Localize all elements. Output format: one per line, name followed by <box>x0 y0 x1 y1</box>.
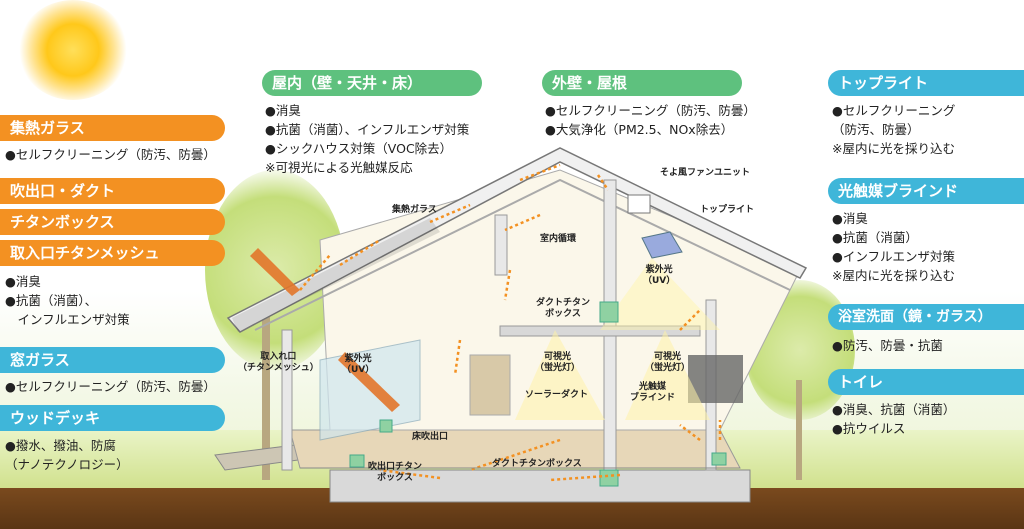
blind-desc: ●消臭 ●抗菌（消菌） ●インフルエンザ対策 ※屋内に光を採り込む <box>832 209 955 285</box>
blind-item-0: ●消臭 <box>832 211 868 226</box>
toilet-desc: ●消臭、抗菌（消菌） ●抗ウイルス <box>832 400 955 438</box>
wood-deck-item-1: （ナノテクノロジー） <box>5 457 129 472</box>
annotation-indoor-circ: 室内循環 <box>540 234 577 244</box>
interior-label: 屋内（壁・天井・床） <box>262 70 482 96</box>
titanium-box-label: チタンボックス <box>0 209 225 235</box>
toilet-label: トイレ <box>828 369 1024 395</box>
annotation-duct-box: ダクトチタン ボックス <box>536 298 591 319</box>
annotation-intake: 取入れ口 （チタンメッシュ） <box>238 352 319 373</box>
annotation-visible-left: 可視光 （蛍光灯） <box>535 352 581 373</box>
annotation-duct-box-bottom: ダクトチタンボックス <box>492 459 582 469</box>
interior-item-0: ●消臭 <box>265 103 301 118</box>
outlet-duct-label: 吹出口・ダクト <box>0 178 225 204</box>
heat-glass-label: 集熱ガラス <box>0 115 225 141</box>
annotation-heat-glass: 集熱ガラス <box>392 205 437 215</box>
blind-item-2: ●インフルエンザ対策 <box>832 249 956 264</box>
intake-mesh-label: 取入口チタンメッシュ <box>0 240 225 266</box>
bathroom-label: 浴室洗面（鏡・ガラス） <box>828 304 1024 330</box>
sun-icon <box>18 0 128 100</box>
window-glass-label: 窓ガラス <box>0 347 225 373</box>
exterior-item-0: ●セルフクリーニング（防汚、防曇） <box>545 103 756 118</box>
blind-item-3: ※屋内に光を採り込む <box>832 268 955 283</box>
annotation-photocat-blind: 光触媒 ブラインド <box>630 382 676 403</box>
toplight-item-2: ※屋内に光を採り込む <box>832 141 955 156</box>
toilet-item-0: ●消臭、抗菌（消菌） <box>832 402 956 417</box>
annotation-uv-left: 紫外光 （UV） <box>342 354 375 375</box>
toilet-item-1: ●抗ウイルス <box>832 421 906 436</box>
intake-mesh-item-0: ●消臭 <box>5 274 41 289</box>
annotation-fan-unit: そよ風ファンユニット <box>660 168 751 178</box>
toplight-item-1: （防汚、防曇） <box>832 122 920 137</box>
interior-item-1: ●抗菌（消菌）、インフルエンザ対策 <box>265 122 470 137</box>
window-glass-desc: ●セルフクリーニング（防汚、防曇） <box>5 377 216 396</box>
right-tree-trunk <box>796 380 802 480</box>
blind-item-1: ●抗菌（消菌） <box>832 230 918 245</box>
intake-mesh-desc: ●消臭 ●抗菌（消菌）、 インフルエンザ対策 <box>5 272 130 329</box>
intake-mesh-item-1: ●抗菌（消菌）、 <box>5 293 98 308</box>
annotation-visible-right: 可視光 （蛍光灯） <box>645 352 691 373</box>
interior-item-2: ●シックハウス対策（VOC除去） <box>265 141 453 156</box>
wood-deck-desc: ●撥水、撥油、防腐 （ナノテクノロジー） <box>5 436 129 474</box>
exterior-label: 外壁・屋根 <box>542 70 742 96</box>
annotation-uv-top: 紫外光 （UV） <box>643 265 676 286</box>
annotation-solar-duct: ソーラーダクト <box>525 390 589 400</box>
exterior-item-1: ●大気浄化（PM2.5、NOx除去） <box>545 122 734 137</box>
window-glass-item-0: ●セルフクリーニング（防汚、防曇） <box>5 379 216 394</box>
heat-glass-desc: ●セルフクリーニング（防汚、防曇） <box>5 145 216 164</box>
interior-item-3: ※可視光による光触媒反応 <box>265 160 413 175</box>
annotation-toplight: トップライト <box>700 205 755 215</box>
interior-desc: ●消臭 ●抗菌（消菌）、インフルエンザ対策 ●シックハウス対策（VOC除去） ※… <box>265 101 469 177</box>
exterior-desc: ●セルフクリーニング（防汚、防曇） ●大気浄化（PM2.5、NOx除去） <box>545 101 756 139</box>
wood-deck-label: ウッドデッキ <box>0 405 225 431</box>
heat-glass-item-0: ●セルフクリーニング（防汚、防曇） <box>5 147 216 162</box>
toplight-label: トップライト <box>828 70 1024 96</box>
bathroom-desc: ●防汚、防曇・抗菌 <box>832 336 943 355</box>
annotation-floor-outlet: 床吹出口 <box>412 432 449 442</box>
blind-label: 光触媒ブラインド <box>828 178 1024 204</box>
annotation-outlet-box: 吹出口チタン ボックス <box>368 462 423 483</box>
left-tree-trunk <box>262 300 270 480</box>
intake-mesh-item-2: インフルエンザ対策 <box>5 312 130 327</box>
toplight-item-0: ●セルフクリーニング <box>832 103 956 118</box>
wood-deck-item-0: ●撥水、撥油、防腐 <box>5 438 116 453</box>
bathroom-item-0: ●防汚、防曇・抗菌 <box>832 338 943 353</box>
toplight-desc: ●セルフクリーニング （防汚、防曇） ※屋内に光を採り込む <box>832 101 955 158</box>
